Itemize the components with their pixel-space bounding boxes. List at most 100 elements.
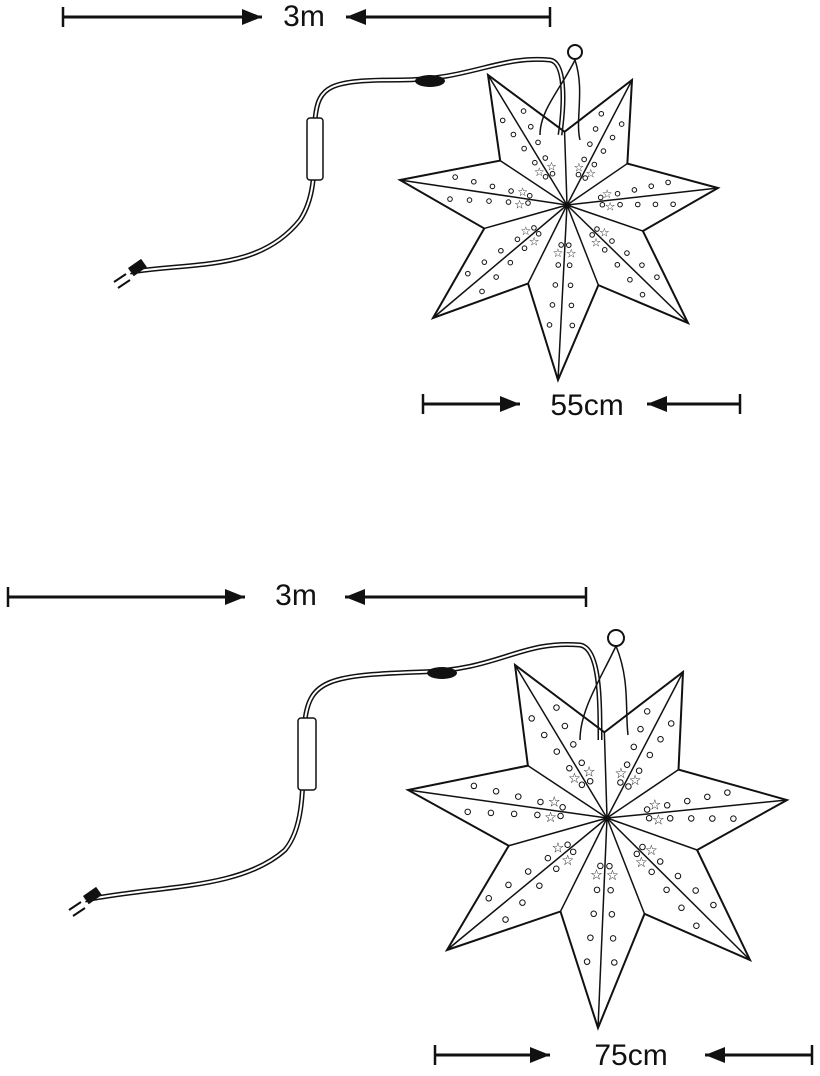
star-fold-line: [508, 817, 608, 847]
perforation-hole: [710, 901, 717, 909]
perforation-hole: [645, 814, 653, 822]
perforation-hole: [609, 134, 616, 141]
cable-connector-icon: [427, 667, 457, 679]
perforation-hole: [527, 123, 534, 130]
perforation-hole: [657, 735, 664, 743]
perforation-hole: [625, 783, 632, 790]
perforation-hole: [555, 262, 562, 268]
perforation-hole: [589, 232, 595, 238]
hanger-string: [539, 59, 581, 141]
perforation-hole: [606, 862, 613, 870]
plug-prongs-icon: [68, 901, 86, 917]
perforation-hole: [546, 322, 553, 328]
perforation-hole: [549, 170, 556, 177]
perforation-hole: [692, 887, 699, 894]
perforation-hole: [510, 810, 518, 818]
perforation-hole: [617, 201, 623, 208]
perforation-hole: [609, 238, 615, 244]
perforation-hole: [609, 935, 617, 942]
star-fold-line: [606, 768, 679, 819]
cable-length-arrow-right-arrowhead: [346, 9, 366, 25]
hanger-string: [579, 645, 629, 741]
perforation-hole: [639, 262, 645, 268]
perforation-hole: [569, 322, 576, 329]
perforation-hole: [566, 262, 573, 269]
perforation-hole: [593, 886, 601, 894]
perforation-hole: [553, 865, 560, 873]
star-cutout-icon: ☆: [548, 795, 561, 811]
perforation-hole: [624, 250, 630, 256]
perforation-hole: [542, 174, 549, 180]
perforation-hole: [578, 759, 585, 767]
star-cutout-icon: ☆: [566, 246, 577, 260]
star-cutout-icon: ☆: [590, 868, 603, 884]
star-cutout-icon: ☆: [546, 159, 557, 173]
perforation-hole: [569, 848, 577, 856]
star-cutout-icon: ☆: [561, 853, 574, 869]
perforation-hole: [479, 288, 485, 295]
perforation-hole: [521, 145, 527, 152]
perforation-hole: [594, 226, 600, 232]
perforation-hole: [505, 881, 512, 889]
perforation-hole: [537, 798, 544, 806]
perforation-hole: [557, 812, 564, 820]
hanger-ring-icon: [567, 44, 583, 60]
perforation-hole: [611, 959, 618, 966]
perforation-hole: [564, 841, 571, 849]
perforation-hole: [552, 282, 559, 288]
star-cutout-icon: ☆: [606, 868, 619, 884]
perforation-hole: [553, 704, 560, 711]
perforation-hole: [515, 793, 522, 800]
perforation-hole: [607, 886, 614, 894]
perforation-hole: [648, 183, 655, 189]
star-fold-line: [566, 162, 628, 206]
star-fold-line: [487, 74, 568, 206]
star-fold-line: [606, 817, 646, 915]
perforation-hole: [508, 188, 514, 194]
perforation-hole: [487, 809, 495, 817]
switch-icon: [297, 717, 317, 791]
perforation-hole: [542, 155, 549, 161]
perforation-hole: [526, 192, 533, 199]
star-fold-line: [597, 817, 608, 1029]
star-fold-line: [606, 799, 788, 819]
perforation-hole: [587, 934, 594, 941]
perforation-hole: [524, 868, 532, 875]
perforation-hole: [678, 904, 685, 912]
perforation-hole: [724, 789, 731, 796]
perforation-hole: [575, 171, 582, 178]
star-cutout-icon: ☆: [602, 187, 613, 201]
width-arrow-left-arrowhead: [500, 396, 520, 412]
hanger-ring-icon: [607, 629, 625, 647]
star-fold-line: [514, 664, 608, 819]
perforation-hole: [505, 199, 512, 205]
perforation-hole: [471, 178, 477, 185]
star-fold-line: [432, 204, 568, 319]
perforation-hole: [730, 815, 737, 822]
perforation-hole: [535, 231, 542, 237]
perforation-hole: [617, 779, 624, 786]
perforation-hole: [525, 200, 531, 206]
star-cutout-icon: ☆: [614, 766, 627, 782]
perforation-hole: [561, 722, 569, 730]
cable-length-arrow-left-arrowhead: [242, 9, 262, 25]
perforation-hole: [633, 850, 641, 858]
star-fold-line: [606, 671, 684, 819]
star-cutout-icon: ☆: [605, 200, 616, 214]
perforation-hole: [652, 201, 659, 208]
width-label-top: 55cm: [550, 389, 624, 422]
star-cutout-icon: ☆: [574, 160, 585, 174]
perforation-hole: [510, 131, 517, 138]
star-cutout-icon: ☆: [585, 166, 596, 180]
perforation-hole: [663, 886, 670, 894]
star-fold-line: [566, 204, 689, 324]
perforation-hole: [549, 302, 556, 308]
star-cutout-icon: ☆: [568, 771, 581, 787]
perforation-hole: [466, 197, 473, 203]
star-outline: [397, 72, 721, 383]
plug-icon: [127, 258, 147, 277]
perforation-hole: [464, 808, 471, 816]
perforation-hole: [568, 302, 575, 309]
perforation-hole: [521, 245, 528, 252]
